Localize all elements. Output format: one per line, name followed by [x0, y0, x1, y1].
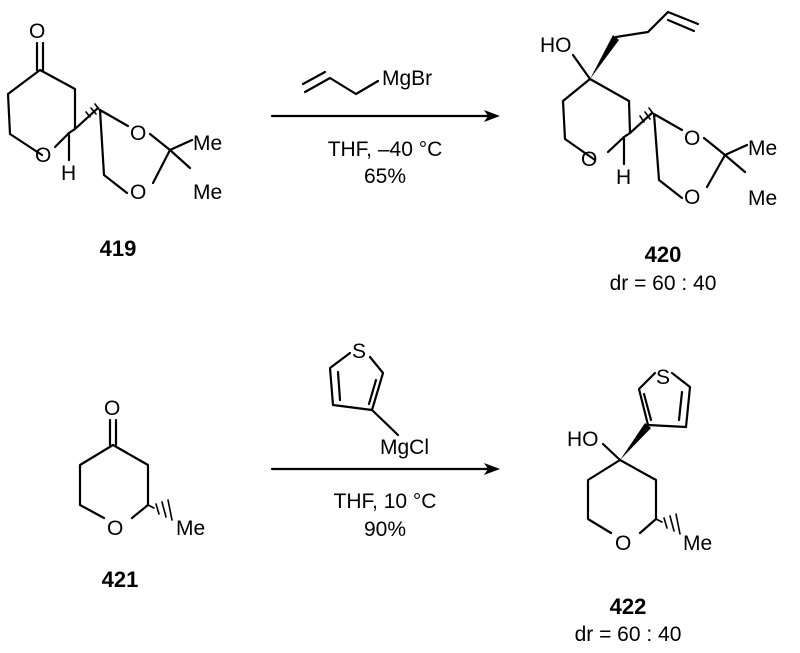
me-label-422: Me	[683, 532, 712, 555]
hashed-wedge-421	[147, 499, 173, 521]
hashed-wedge-419	[73, 103, 102, 131]
thiophene-s-label-reagent: S	[352, 340, 366, 363]
ketone-o-label-419: O	[29, 20, 45, 43]
hashed-wedge-422	[655, 513, 681, 535]
compound-number-419: 419	[100, 236, 137, 261]
me2-label-419: Me	[193, 181, 222, 204]
compound-421: O O Me 421	[78, 397, 205, 592]
compound-number-422: 422	[610, 594, 647, 619]
thiophene-double-1	[336, 370, 342, 402]
thiophene-double-2b	[367, 378, 378, 406]
dioxolane-bonds-419	[98, 108, 194, 195]
ring-bonds-420	[561, 77, 632, 162]
bold-wedge-420	[590, 35, 619, 79]
compound-number-420: 420	[645, 242, 682, 267]
ring-bonds-421	[78, 443, 150, 520]
thiophene-422-double-1b	[642, 392, 653, 422]
thienyl-mg-bond	[370, 408, 400, 437]
reaction-arrow-2	[270, 463, 500, 475]
dr-422: dr = 60 : 40	[575, 623, 682, 646]
diox-o1-label-419: O	[130, 122, 146, 145]
ring-bonds-419	[6, 68, 77, 157]
diox-o2-label-420: O	[684, 186, 700, 209]
ring-o-label-421: O	[107, 517, 123, 540]
dr-420: dr = 60 : 40	[610, 272, 717, 295]
ho-bond-422	[601, 442, 622, 462]
h-label-419: H	[61, 162, 76, 185]
thiophene-bonds-422	[637, 371, 692, 429]
bold-wedge-422	[620, 423, 651, 460]
thiophene-422-double-2	[677, 390, 684, 422]
diox-o2-label-419: O	[130, 181, 146, 204]
allyl-bonds	[303, 76, 380, 96]
reagent-name-1: MgBr	[382, 67, 432, 90]
dioxolane-bonds-420	[652, 112, 749, 200]
allyl-chain-420	[614, 10, 700, 39]
diox-o1-label-420: O	[684, 127, 700, 150]
ho-label-420: HO	[540, 34, 572, 57]
compound-419: O O H O O Me Me 419	[6, 20, 222, 261]
reagent-name-2: MgCl	[380, 436, 429, 459]
thiophene-bonds-reagent	[328, 351, 385, 412]
me2-label-420: Me	[748, 187, 777, 210]
ring-bonds-422	[586, 458, 658, 535]
hashed-wedge-420	[628, 107, 656, 135]
me1-label-420: Me	[748, 137, 777, 160]
reagent-allylmgbr: MgBr	[301, 67, 432, 96]
ring-o-label-419: O	[35, 144, 51, 167]
yield-2: 90%	[364, 518, 406, 541]
compound-420: HO O H O O Me Me 420 dr = 60 : 40	[540, 10, 777, 295]
reagent-thienylmgcl: S MgCl	[328, 340, 429, 459]
h-label-420: H	[616, 166, 631, 189]
allyl-double-420b	[666, 18, 696, 33]
ho-label-422: HO	[567, 428, 599, 451]
me-label-421: Me	[176, 517, 205, 540]
ring-o-bond-419	[53, 131, 71, 149]
me1-label-419: Me	[193, 132, 222, 155]
ho-bond-420	[571, 53, 592, 81]
ring-o-label-420: O	[581, 148, 597, 171]
conditions-1: THF, –40 °C	[328, 138, 443, 161]
conditions-2: THF, 10 °C	[334, 490, 437, 513]
reaction-2: O O Me 421 S MgCl THF, 10 °C 90%	[78, 340, 712, 646]
ketone-o-label-421: O	[104, 397, 120, 420]
thiophene-s-label-422: S	[656, 366, 670, 389]
reaction-arrow-1	[270, 110, 500, 122]
ring-o-bond-420	[606, 135, 626, 154]
ring-o-label-422: O	[615, 532, 631, 555]
yield-1: 65%	[364, 165, 406, 188]
compound-number-421: 421	[102, 567, 139, 592]
compound-422: HO S O Me 422 dr = 60 : 40	[567, 366, 712, 646]
reaction-1: O O H O O Me Me 419 MgBr THF, –40 °C 65%	[6, 10, 777, 295]
allyl-double-bond	[301, 70, 327, 86]
